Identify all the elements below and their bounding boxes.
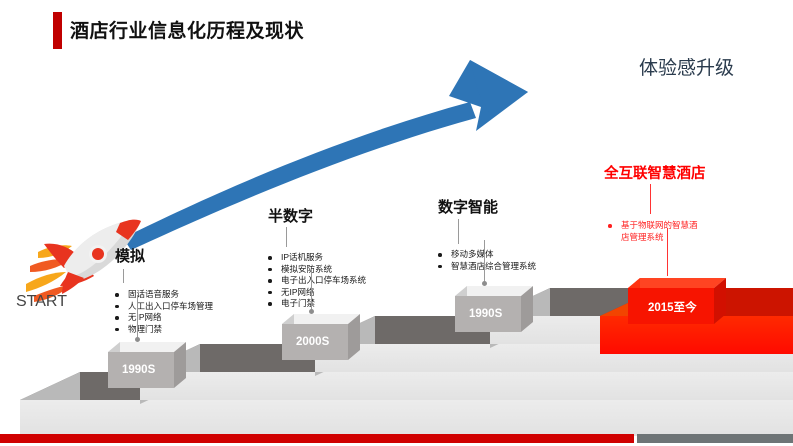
page-title: 酒店行业信息化历程及现状 [70, 21, 305, 42]
step-marker-box [282, 314, 360, 360]
list-item: 移动多媒体 [438, 249, 536, 261]
step-marker-pin-line [484, 240, 485, 284]
stage-analog-bullets: 固话语音服务 人工出入口停车场管理 无IP网络 物理门禁 [115, 289, 213, 335]
step-marker-label: 2000S [296, 336, 330, 348]
stage-analog-stem [123, 269, 124, 283]
list-item: 无IP网络 [268, 287, 366, 299]
step-marker-pin-line [311, 269, 312, 312]
stage-digital-intelligent-stem [458, 219, 459, 244]
stage-semi-digital-title: 半数字 [268, 208, 314, 225]
step-marker-pin-dot [482, 281, 487, 286]
step-marker-label: 1990S [469, 308, 503, 320]
step-marker-2000s[interactable]: 2000S [282, 269, 360, 367]
list-item: 固话语音服务 [115, 289, 213, 301]
start-label: START [16, 293, 67, 310]
list-item: 基于物联网的智慧酒店管理系统 [608, 220, 699, 243]
step-marker-pin-line [137, 295, 138, 340]
list-item: 无IP网络 [115, 312, 213, 324]
stage-analog-title: 模拟 [115, 248, 146, 265]
step-marker-pin-dot [135, 337, 140, 342]
step-marker-box [108, 342, 186, 388]
footer-white-strip [0, 443, 793, 446]
list-item: 人工出入口停车场管理 [115, 301, 213, 313]
stage-fully-connected-stem [650, 184, 651, 214]
list-item: 物理门禁 [115, 324, 213, 336]
step-marker-1990s-b[interactable]: 1990S [455, 240, 533, 339]
step-marker-label: 1990S [122, 364, 156, 376]
rocket-icon [26, 219, 141, 302]
stage-digital-intelligent-title: 数字智能 [438, 199, 499, 216]
step-marker-box [628, 278, 726, 324]
step-marker-label: 2015至今 [648, 302, 697, 314]
upgrade-caption: 体验感升级 [639, 58, 735, 79]
list-item: IP话机服务 [268, 252, 366, 264]
step-marker-2015-present[interactable]: 2015至今 [628, 228, 726, 331]
stage-semi-digital-stem [286, 227, 287, 247]
stage-digital-intelligent-bullets: 移动多媒体 智慧酒店综合管理系统 [438, 249, 536, 272]
footer-gray-bar [637, 434, 793, 443]
list-item: 智慧酒店综合管理系统 [438, 261, 536, 273]
list-item: 电子门禁 [268, 298, 366, 310]
list-item: 电子出入口停车场系统 [268, 275, 366, 287]
stage-fully-connected-bullets: 基于物联网的智慧酒店管理系统 [608, 220, 699, 243]
step-marker-pin-line [667, 228, 668, 276]
step-marker-pin-dot [309, 309, 314, 314]
footer-red-bar [0, 434, 634, 443]
step-marker-box [455, 286, 533, 332]
step-marker-1990s-a[interactable]: 1990S [108, 295, 186, 395]
list-item: 模拟安防系统 [268, 264, 366, 276]
stage-fully-connected-title: 全互联智慧酒店 [604, 166, 706, 182]
title-accent-bar [53, 12, 62, 49]
stage-semi-digital-bullets: IP话机服务 模拟安防系统 电子出入口停车场系统 无IP网络 电子门禁 [268, 252, 366, 310]
